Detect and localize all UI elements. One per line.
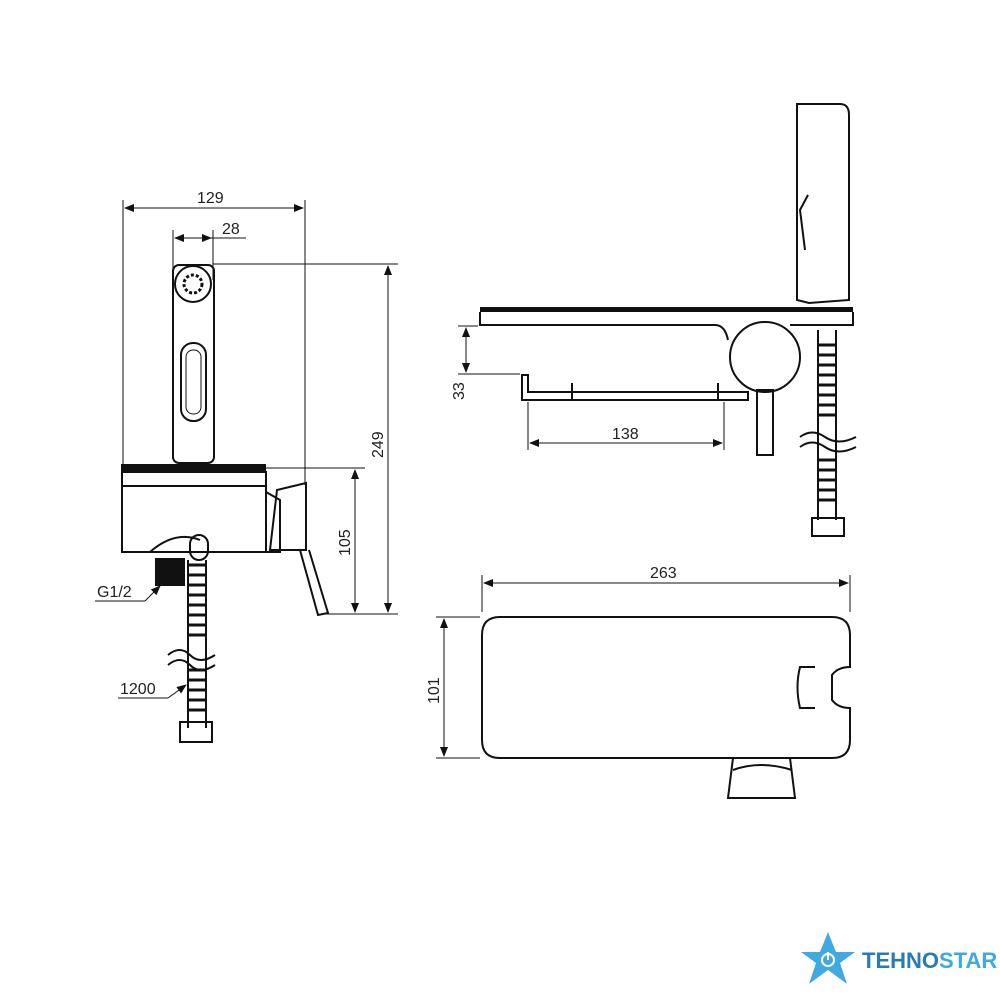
- dim-label-33: 33: [451, 382, 468, 400]
- lever-base: [268, 481, 307, 551]
- top-view: 263 101: [426, 565, 851, 799]
- dim-label-249: 249: [370, 431, 387, 458]
- hose-nut: [179, 721, 213, 743]
- body-top-outline: [481, 616, 851, 759]
- dim-label-138: 138: [612, 426, 639, 443]
- dim-label-thread: G1/2: [97, 584, 132, 601]
- shelf: [521, 374, 749, 401]
- dim-label-1200: 1200: [120, 681, 156, 698]
- dim-label-28: 28: [222, 221, 240, 238]
- valve-body: [729, 321, 801, 393]
- svg-text:TEHNOSTAR: TEHNOSTAR: [862, 948, 997, 973]
- logo-text-tehno: TEHNO: [862, 948, 939, 973]
- dim-label-105: 105: [337, 529, 354, 556]
- spout: [756, 389, 774, 456]
- dim-label-101: 101: [426, 677, 443, 704]
- mixer-body: [121, 471, 267, 553]
- spray-nozzle-icon: [174, 265, 212, 303]
- lever-handle: [299, 549, 330, 617]
- dim-label-129: 129: [197, 190, 224, 207]
- front-view: 129 28 105 249: [95, 190, 398, 743]
- logo-text-star: STAR: [939, 948, 997, 973]
- spray-head-side: [796, 103, 850, 305]
- thread-connector: [155, 558, 185, 586]
- spray-handle: [172, 264, 215, 464]
- tehnostar-logo: TEHNOSTAR: [801, 932, 997, 984]
- side-view: 33 138: [451, 103, 857, 537]
- dim-label-263: 263: [650, 565, 677, 582]
- hose: [188, 563, 206, 712]
